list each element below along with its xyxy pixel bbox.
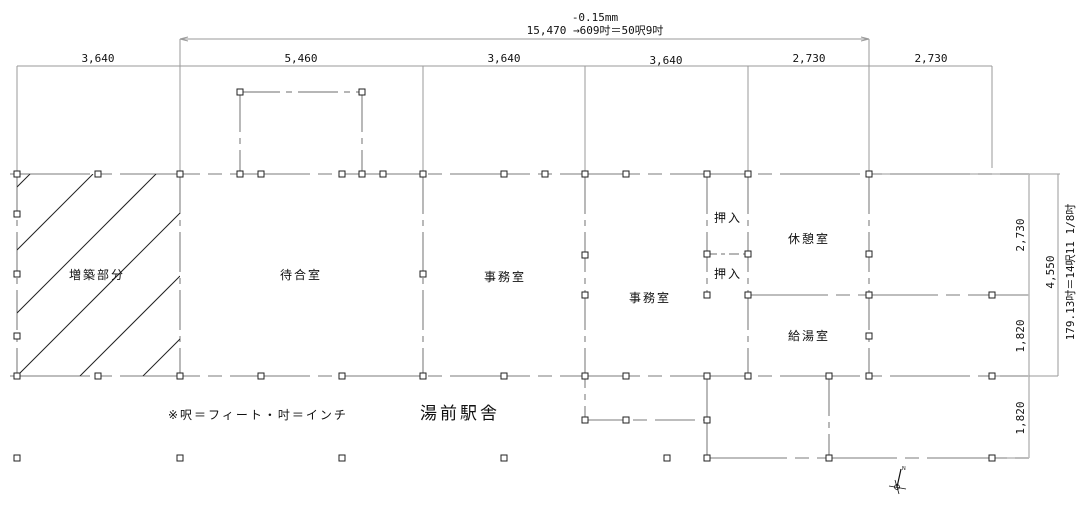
extension-hatching [17, 174, 180, 376]
dimension-right-total: 4,550 [1044, 255, 1057, 288]
dimension-seg-3: 3,640 [487, 52, 520, 65]
room-label-extension: 増築部分 [69, 267, 125, 282]
drawing-title: 湯前駅舎 [420, 404, 500, 424]
segment-dimensions-top: 3,640 5,460 3,640 3,640 2,730 2,730 [16, 52, 993, 175]
unit-note: ※呎＝フィート・吋＝インチ [168, 408, 348, 422]
dimension-right-3: 1,820 [1014, 401, 1027, 434]
dimension-seg-6: 2,730 [914, 52, 947, 65]
north-arrow-icon: N [888, 466, 907, 495]
dimension-right-1: 2,730 [1014, 218, 1027, 251]
room-labels: 増築部分 待合室 事務室 事務室 押入 押入 休憩室 給湯室 [69, 211, 830, 343]
room-label-rest-room: 休憩室 [788, 231, 830, 246]
overall-dimension-top: -0.15mm 15,470 →609吋＝50呎9吋 [179, 11, 870, 175]
column-markers [13, 88, 996, 462]
room-label-kitchenette: 給湯室 [788, 328, 830, 343]
room-label-closet-1: 押入 [714, 211, 742, 225]
dimension-seg-1: 3,640 [81, 52, 114, 65]
dimension-seg-2: 5,460 [284, 52, 317, 65]
grid-lines [10, 173, 1029, 459]
dimension-seg-5: 2,730 [792, 52, 825, 65]
dimension-overall-width: 15,470 →609吋＝50呎9吋 [527, 24, 664, 37]
dimension-correction: -0.15mm [572, 11, 619, 24]
dimension-seg-4: 3,640 [649, 54, 682, 67]
room-label-closet-2: 押入 [714, 267, 742, 281]
svg-text:N: N [902, 466, 906, 472]
room-label-office-2: 事務室 [629, 290, 671, 305]
room-label-waiting-room: 待合室 [280, 267, 322, 282]
room-label-office-1: 事務室 [484, 269, 526, 284]
segment-dimensions-right: 2,730 1,820 1,820 4,550 179.13吋＝14呎11 1/… [869, 173, 1077, 459]
dimension-right-overall: 179.13吋＝14呎11 1/8吋 [1064, 204, 1077, 341]
dimension-right-2: 1,820 [1014, 319, 1027, 352]
